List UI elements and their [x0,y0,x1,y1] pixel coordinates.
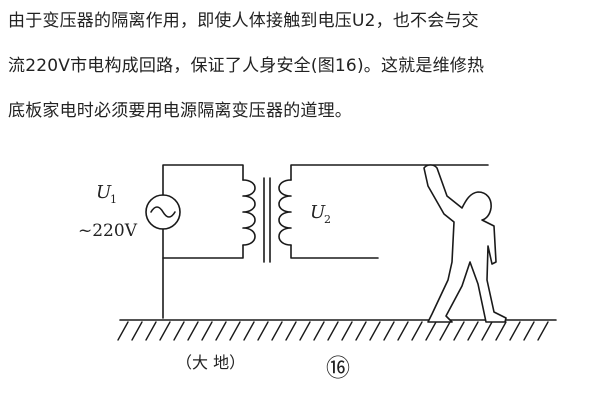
secondary-coil [278,179,292,246]
ground-hatching [117,321,549,341]
paragraph-line-2: 流220V市电构成回路，保证了人身安全(图16)。这就是维修热 [8,56,485,76]
u1-label: U [96,182,112,203]
paragraph-line-3: 底板家电时必须要用电源隔离变压器的道理。 [8,101,352,121]
figure-number: ⑯ [326,354,350,382]
u1-subscript: 1 [110,193,117,206]
ground-label: （大 地） [176,353,245,372]
human-figure [423,164,507,323]
voltage-label: ~220V [78,221,138,241]
ac-sine-wave [150,206,176,218]
paragraph-line-1: 由于变压器的隔离作用，即使人体接触到电压U2，也不会与交 [8,11,479,31]
ac-source-symbol [145,194,181,230]
u2-label: U [310,202,326,223]
primary-coil [242,179,256,246]
secondary-wire-bottom [290,244,379,259]
secondary-wire-top [290,164,489,181]
primary-wire-return [162,244,244,259]
primary-wire-top [162,164,244,196]
u2-subscript: 2 [324,213,331,226]
